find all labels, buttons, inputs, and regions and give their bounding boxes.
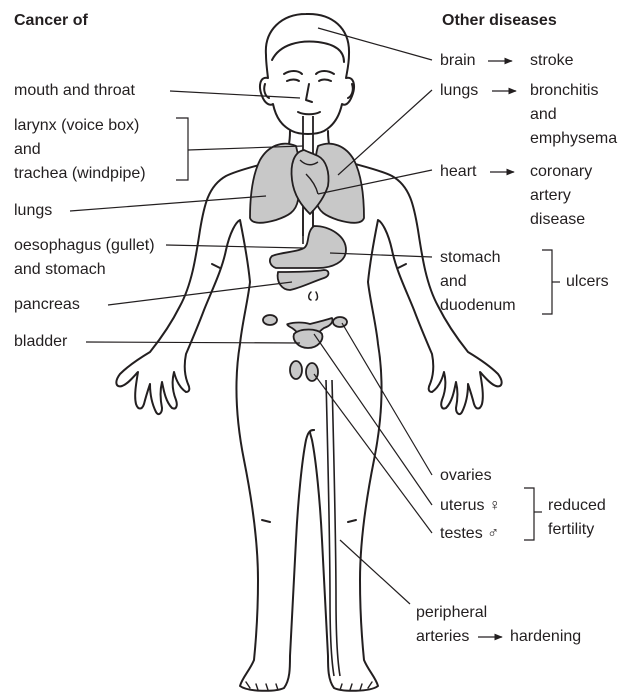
label-testes-text: testes (440, 525, 483, 542)
pancreas (278, 270, 329, 290)
label-ovaries: ovaries (440, 466, 492, 485)
label-lungs-cancer: lungs (14, 201, 52, 220)
label-and-stomach: and stomach (14, 260, 106, 279)
label-larynx-and: and (14, 140, 41, 159)
label-peripheral: peripheral (416, 603, 487, 622)
label-larynx: larynx (voice box) (14, 116, 139, 135)
label-lungs-disease: lungs (440, 81, 478, 100)
male-symbol-icon: ♂ (487, 525, 499, 542)
label-brain: brain (440, 51, 476, 70)
organs (250, 116, 364, 676)
label-artery: artery (530, 186, 571, 205)
label-mouth-throat: mouth and throat (14, 81, 135, 100)
label-trachea: trachea (windpipe) (14, 164, 146, 183)
label-duodenum: duodenum (440, 296, 516, 315)
header-other-diseases: Other diseases (442, 11, 557, 30)
label-stomach: stomach (440, 248, 500, 267)
label-stroke: stroke (530, 51, 574, 70)
label-bladder: bladder (14, 332, 67, 351)
label-bronchitis: bronchitis (530, 81, 598, 100)
label-arteries: arteries (416, 627, 469, 646)
label-emphysema: emphysema (530, 129, 617, 148)
label-oesophagus: oesophagus (gullet) (14, 236, 155, 255)
header-cancer-of: Cancer of (14, 11, 88, 30)
label-pancreas: pancreas (14, 295, 80, 314)
label-ulcers: ulcers (566, 272, 609, 291)
female-symbol-icon: ♀ (489, 497, 501, 514)
label-hardening: hardening (510, 627, 581, 646)
label-uterus: uterus ♀ (440, 496, 501, 515)
label-stomach-and: and (440, 272, 467, 291)
testis-left (290, 361, 302, 379)
ovary-left (263, 315, 277, 325)
label-heart: heart (440, 162, 476, 181)
testis-right (306, 363, 318, 381)
ovary-right (333, 317, 347, 327)
label-fertility: fertility (548, 520, 594, 539)
label-uterus-text: uterus (440, 497, 484, 514)
label-testes: testes ♂ (440, 524, 499, 543)
bladder (294, 330, 323, 349)
label-bronchitis-and: and (530, 105, 557, 124)
label-reduced: reduced (548, 496, 606, 515)
body-outline (116, 14, 501, 691)
label-coronary: coronary (530, 162, 592, 181)
label-disease: disease (530, 210, 585, 229)
peripheral-artery (326, 380, 340, 676)
